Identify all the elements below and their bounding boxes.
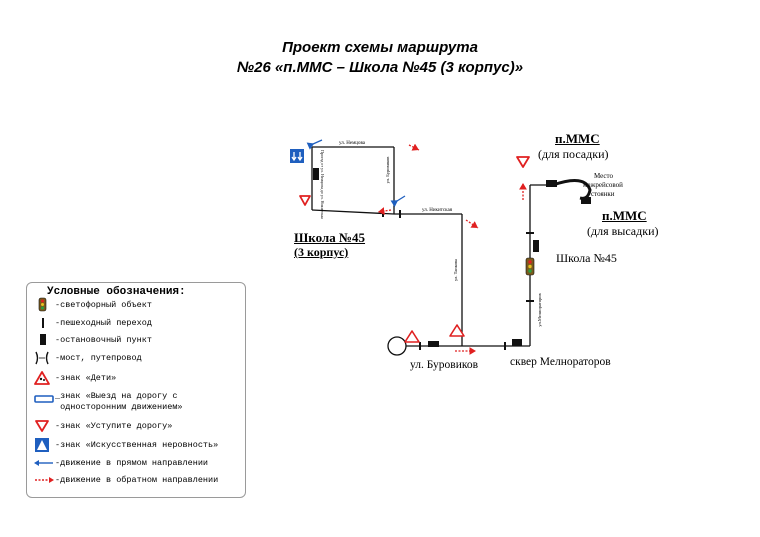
legend-item-reverse-direction: -движение в обратном направлении [27,472,245,488]
map-title-line1: Проект схемы маршрута [282,39,478,56]
reverse-direction-arrow-icon [35,477,54,483]
reverse-direction-arrows [377,143,527,355]
turnaround-circle [387,336,407,356]
legend-item-label: -светофорный объект [55,300,152,310]
bus-stop-icon [546,180,557,187]
bus-stop-icon [581,197,591,204]
forward-direction-arrows [306,139,406,208]
street-label-burovikov-vertical: ул. Буровиков [385,157,390,184]
legend-title: Условные обозначения: [47,286,186,298]
stop-label-skver: сквер Мелнораторов [510,356,611,368]
crosswalk-icon [526,232,534,234]
legend-item-label: -движение в прямом направлении [55,458,209,468]
forward-direction-arrow-icon [390,195,406,208]
legend-item-one-way-sign: _знак «Выезд на дорогу с односторонним д… [27,391,245,415]
bus-stop-icon [512,339,522,346]
reverse-direction-arrow-icon [377,207,392,215]
legend-item-speed-bump-sign: -знак «Искусственная неровность» [27,437,245,453]
forward-direction-arrow-icon [34,460,53,466]
reverse-direction-arrow-icon [465,219,479,229]
street-label-tankova: ул. Танкова [453,259,458,281]
legend-item-bridge: -мост, путепровод [27,350,245,366]
bus-stop-icon [313,168,319,180]
bridge-icon [35,351,49,365]
legend-item-crosswalk: -пешеходный переход [27,315,245,331]
children-sign-icon [34,371,50,385]
crosswalk-icon [504,342,506,350]
stop-label-burovikov: ул. Буровиков [410,359,479,371]
crosswalk-icon [399,210,401,218]
reverse-direction-arrow-icon [408,143,420,151]
legend-item-label: -пешеходный переход [55,318,152,328]
layover-label-2: межрейсовой [583,181,623,189]
school-label-subtitle: (3 корпус) [294,245,349,259]
street-label-proezd: Проезд от ул. Немцова до ул. Никитская [320,150,325,219]
yield-sign-icon [35,420,49,432]
map-legend: Условные обозначения: -светофорный объек… [26,282,246,498]
one-way-entry-sign-icon [290,149,304,163]
bus-stop-icon [40,334,46,345]
crosswalk-icon [419,342,421,350]
legend-item-label: -остановочный пункт [55,335,152,345]
crosswalk-icon [42,318,44,328]
school-label-title: Школа №45 [294,230,366,245]
traffic-light-icon [38,297,47,312]
crosswalk-icon [382,209,384,217]
legend-item-label: -знак «Уступите дорогу» [55,421,173,431]
yield-sign-icon [299,156,530,206]
one-way-entry-sign-icon [34,395,54,403]
mms-alighting-subtitle: (для высадки) [587,224,659,238]
layover-label-3: стоянки [591,190,615,198]
speed-bump-sign-icon [35,438,49,452]
street-label-nemtsova: ул. Немцова [339,141,366,146]
street-label-nikitskaya: ул. Никитская [422,208,453,213]
mms-boarding-subtitle: (для посадки) [538,147,609,161]
legend-item-traffic-light: -светофорный объект [27,297,245,313]
legend-item-label: _знак «Выезд на дорогу с односторонним д… [55,391,183,412]
traffic-light-icon [525,257,535,276]
street-label-meliorators: ул.Мелиораторов [537,293,542,326]
stop-label-school45: Школа №45 [556,251,617,265]
forward-direction-arrow-icon [306,139,323,150]
layover-label-1: Место [594,172,613,180]
crosswalk-icon [526,300,534,302]
children-sign-icon [404,324,465,343]
legend-item-forward-direction: -движение в прямом направлении [27,455,245,471]
bus-stop-icon [428,341,439,347]
bus-stop-icon [533,240,539,252]
legend-item-label: -знак «Искусственная неровность» [55,440,219,450]
mms-alighting-title: п.ММС [602,208,647,223]
legend-item-yield-sign: -знак «Уступите дорогу» [27,418,245,434]
map-title-line2: №26 «п.ММС – Школа №45 (3 корпус)» [236,59,524,76]
mms-boarding-title: п.ММС [555,131,600,146]
legend-item-label: -мост, путепровод [55,353,142,363]
legend-item-bus-stop: -остановочный пункт [27,332,245,348]
legend-item-children-sign: -знак «Дети» [27,370,245,386]
legend-item-label: -знак «Дети» [55,373,117,383]
legend-item-label: -движение в обратном направлении [55,475,219,485]
